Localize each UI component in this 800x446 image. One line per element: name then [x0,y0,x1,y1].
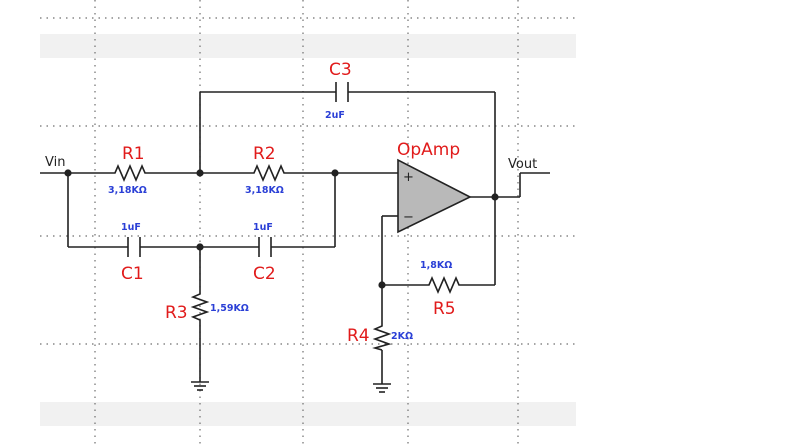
r1-value: 3,18KΩ [108,185,147,196]
junction-dots [64,169,499,289]
resistor-r3-symbol[interactable] [190,290,210,322]
c2-value: 1uF [253,222,273,233]
r2-label: R2 [253,144,276,164]
c3-value: 2uF [325,110,345,121]
r3-value: 1,59KΩ [210,303,249,314]
r4-value: 2KΩ [391,331,413,342]
resistor-r1-symbol[interactable] [105,163,152,183]
r3-label: R3 [165,303,188,323]
opamp-plus-sign: + [403,170,414,185]
ground-icon-r3 [191,381,209,391]
circuit-wires [40,91,550,384]
c1-value: 1uF [121,222,141,233]
capacitor-c1-symbol[interactable] [127,237,141,257]
grid-band-top [40,34,576,58]
r4-label: R4 [347,326,370,346]
vin-label: Vin [45,155,65,170]
resistor-r2-symbol[interactable] [244,163,291,183]
r5-label: R5 [433,299,456,319]
c1-label: C1 [121,264,144,284]
c3-label: C3 [329,60,352,80]
r2-value: 3,18KΩ [245,185,284,196]
resistor-r5-symbol[interactable] [420,275,466,295]
c2-label: C2 [253,264,276,284]
resistor-r4-symbol[interactable] [372,322,392,351]
r5-value: 1,8KΩ [420,260,452,271]
ground-icon-r4 [373,383,391,393]
capacitor-c3-symbol[interactable] [335,82,349,102]
capacitor-c2-symbol[interactable] [258,237,272,257]
grid-band-bottom [40,402,576,426]
opamp-triangle[interactable] [397,158,472,234]
opamp-minus-sign: − [403,210,414,225]
vout-label: Vout [508,157,537,172]
opamp-symbol[interactable]: + − [397,158,472,234]
opamp-label: OpAmp [397,140,460,160]
r1-label: R1 [122,144,145,164]
